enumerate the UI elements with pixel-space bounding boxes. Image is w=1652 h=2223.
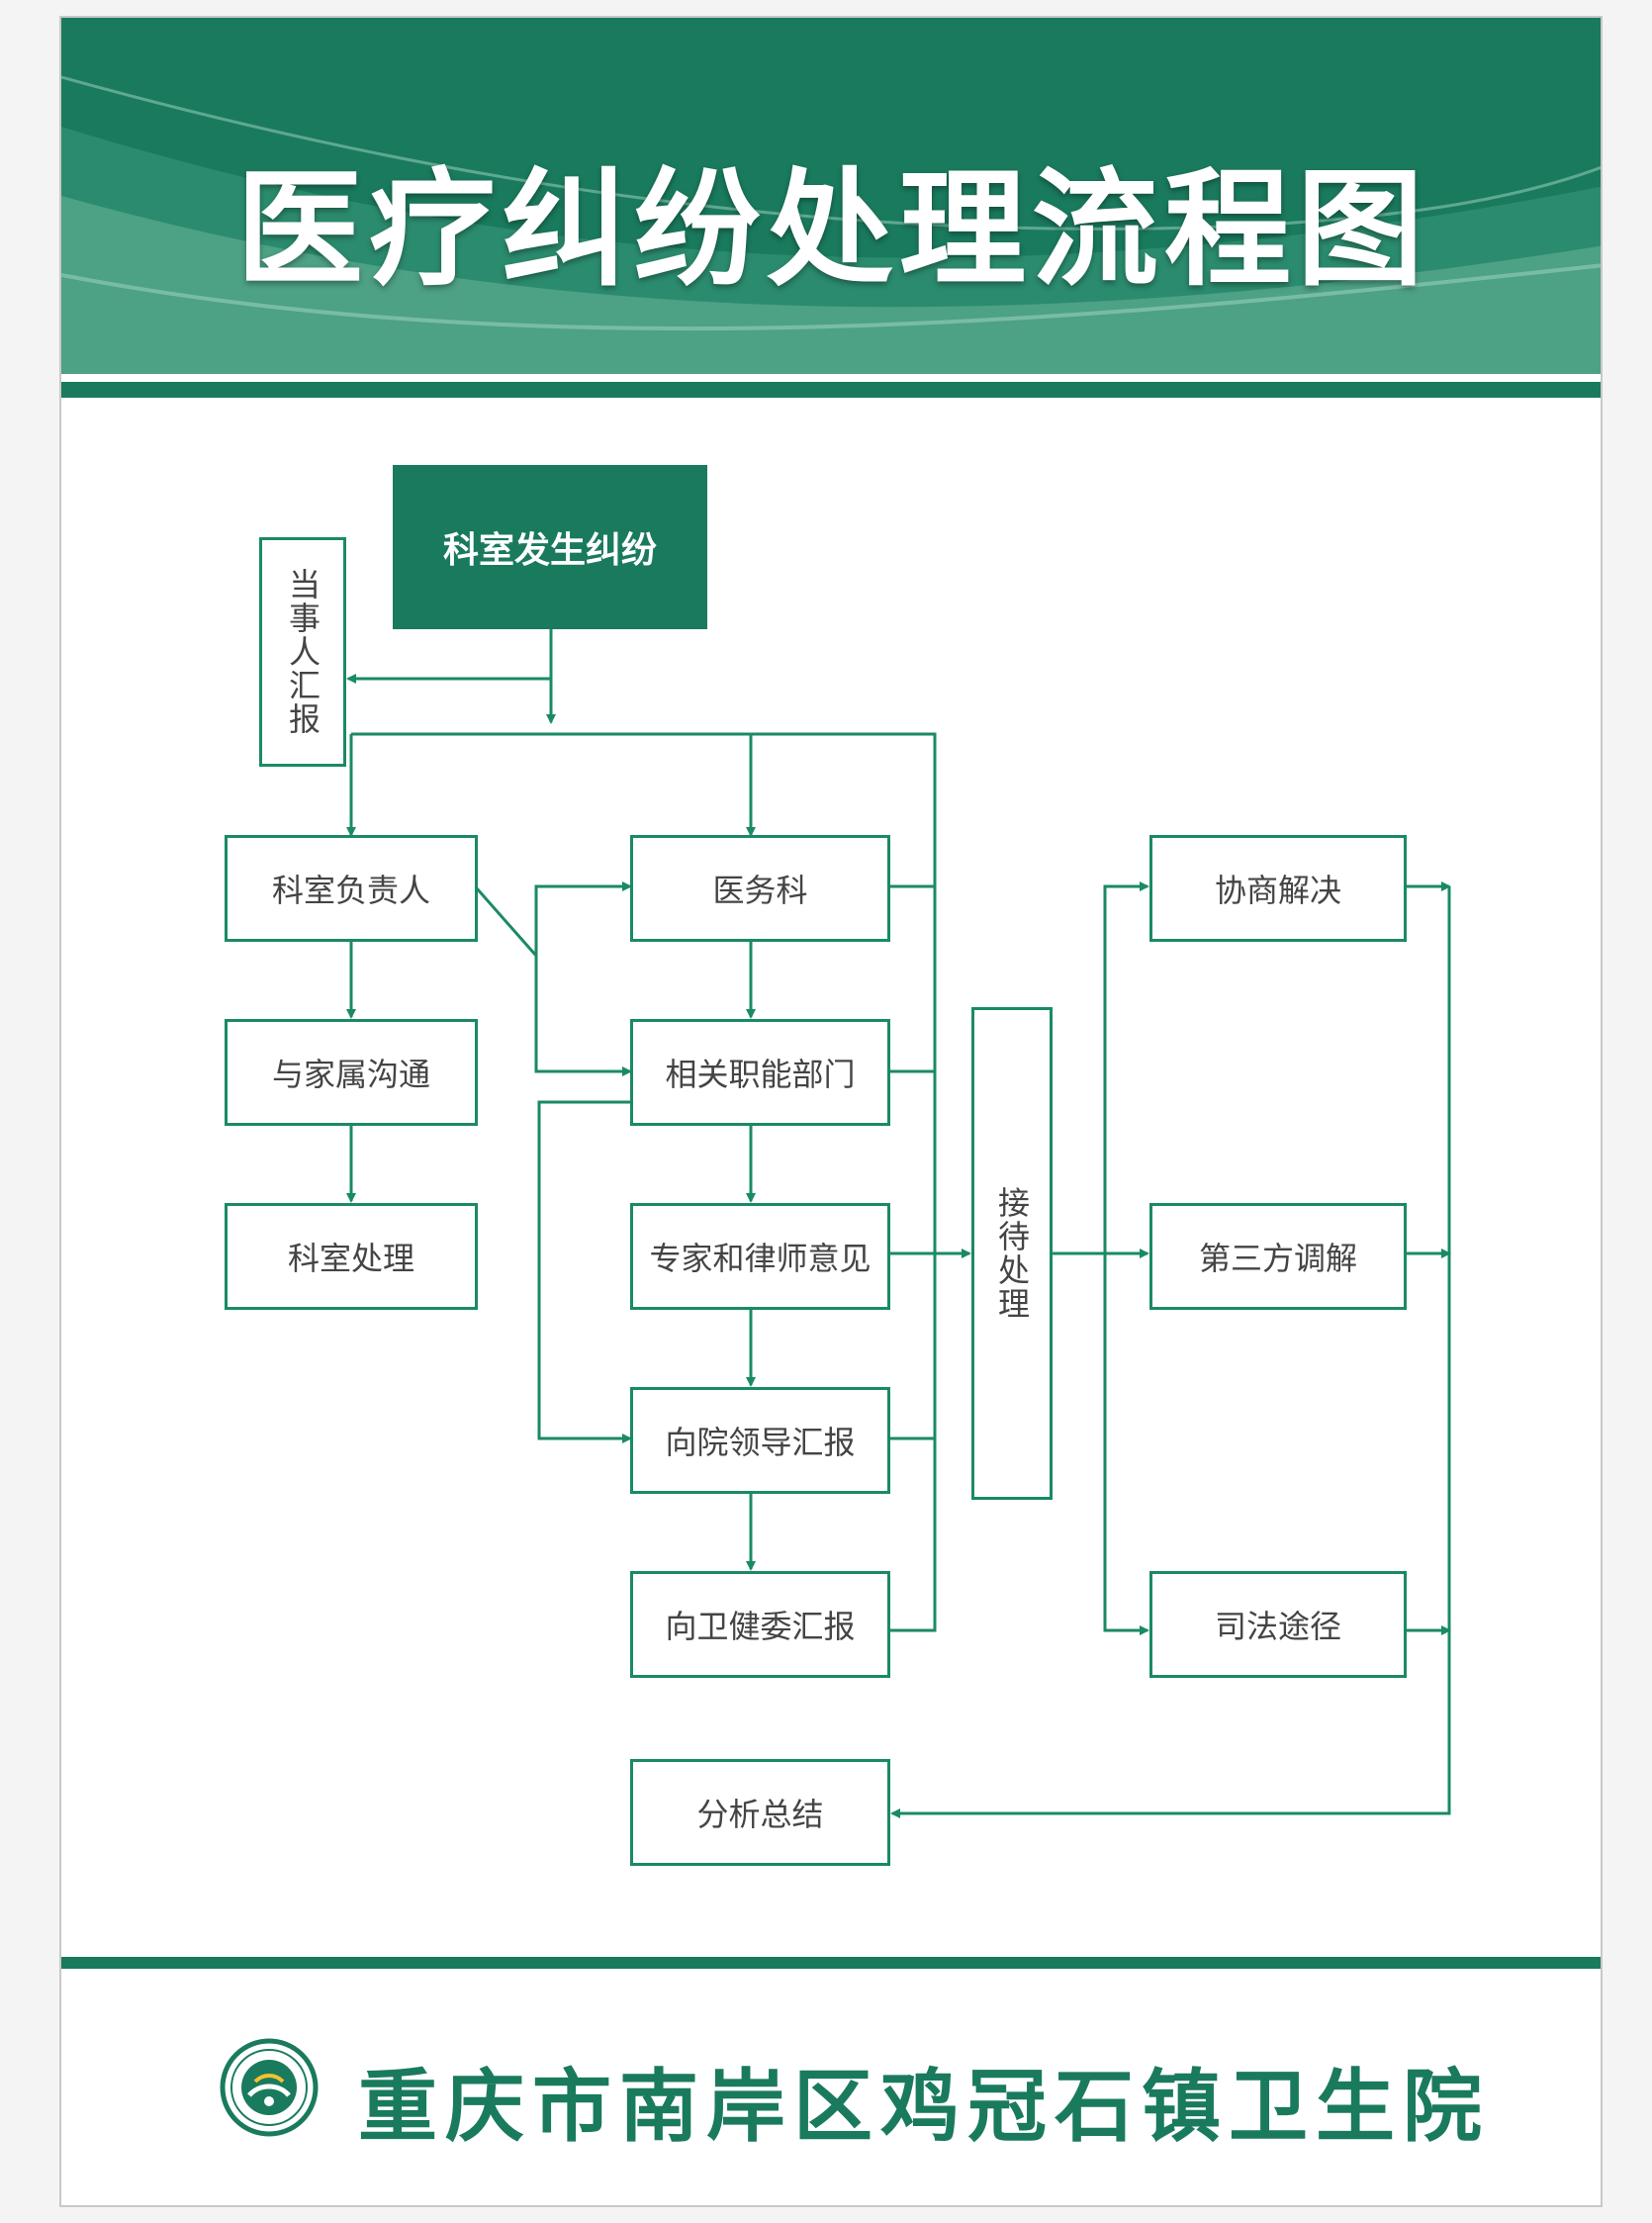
node-medical-affairs: 医务科 (630, 835, 890, 942)
node-expert-lawyer: 专家和律师意见 (630, 1203, 890, 1310)
poster: 医疗纠纷处理流程图 (59, 16, 1603, 2207)
node-negotiation: 协商解决 (1149, 835, 1407, 942)
node-third-party: 第三方调解 (1149, 1203, 1407, 1310)
organization-name: 重庆市南岸区鸡冠石镇卫生院 (358, 2061, 1490, 2153)
node-start: 科室发生纠纷 (393, 465, 707, 629)
banner-waves (61, 75, 1601, 374)
node-report-health-commission: 向卫健委汇报 (630, 1571, 890, 1678)
node-report-hospital: 向院领导汇报 (630, 1387, 890, 1494)
node-family-communication: 与家属沟通 (225, 1019, 478, 1126)
node-related-depts: 相关职能部门 (630, 1019, 890, 1126)
node-dept-head: 科室负责人 (225, 835, 478, 942)
hospital-logo-icon (220, 2038, 319, 2137)
header-divider (61, 382, 1601, 398)
node-judicial: 司法途径 (1149, 1571, 1407, 1678)
flow-connectors (346, 629, 1451, 1818)
footer-divider (61, 1957, 1601, 1969)
node-dept-handle: 科室处理 (225, 1203, 478, 1310)
node-party-report: 当事人汇报 (259, 537, 346, 767)
footer: 重庆市南岸区鸡冠石镇卫生院 (61, 1969, 1601, 2205)
header-banner: 医疗纠纷处理流程图 (61, 18, 1601, 374)
node-summary: 分析总结 (630, 1759, 890, 1866)
page-title: 医疗纠纷处理流程图 (235, 156, 1429, 304)
node-reception: 接待处理 (971, 1007, 1053, 1500)
